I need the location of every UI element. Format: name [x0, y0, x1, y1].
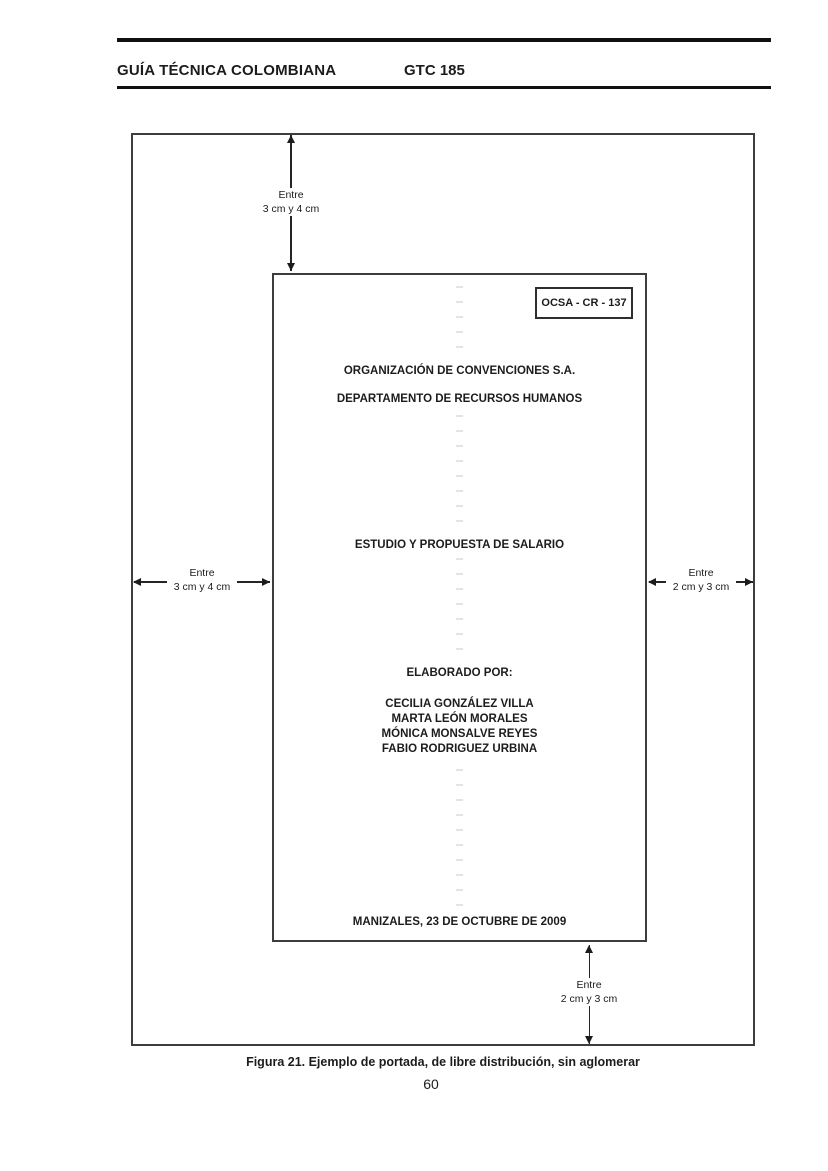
- left-margin-label: Entre 3 cm y 4 cm: [167, 566, 237, 594]
- right-margin-label: Entre 2 cm y 3 cm: [666, 566, 736, 594]
- header-top-rule: [117, 38, 771, 42]
- header-bottom-rule: [117, 86, 771, 89]
- elaborated-by-label: ELABORADO POR:: [406, 667, 513, 679]
- page-number: 60: [423, 1076, 439, 1092]
- city-date-line: MANIZALES, 23 DE OCTUBRE DE 2009: [352, 916, 567, 928]
- author-line: CECILIA GONZÁLEZ VILLA: [385, 698, 534, 710]
- authors-list: CECILIA GONZÁLEZ VILLA MARTA LEÓN MORALE…: [272, 697, 647, 757]
- left-margin-label-line1: Entre: [189, 567, 215, 579]
- figure-caption: Figura 21. Ejemplo de portada, de libre …: [246, 1055, 640, 1069]
- arrowhead-left-icon: [133, 577, 141, 586]
- department-name: DEPARTAMENTO DE RECURSOS HUMANOS: [336, 393, 583, 405]
- author-line: MÓNICA MONSALVE REYES: [381, 728, 538, 740]
- placeholder-dashes-top: [456, 286, 463, 358]
- author-line: FABIO RODRIGUEZ URBINA: [381, 743, 538, 755]
- right-margin-label-line1: Entre: [688, 567, 714, 579]
- top-margin-label-line1: Entre: [278, 189, 304, 201]
- header-standard-title: GUÍA TÉCNICA COLOMBIANA: [117, 62, 337, 79]
- arrowhead-up-icon: [585, 945, 593, 953]
- top-margin-label-line2: 3 cm y 4 cm: [262, 203, 320, 215]
- placeholder-dashes-bottom: [456, 769, 463, 909]
- organization-name: ORGANIZACIÓN DE CONVENCIONES S.A.: [343, 365, 576, 377]
- top-margin-label: Entre 3 cm y 4 cm: [246, 188, 336, 216]
- arrowhead-right-icon: [745, 577, 753, 586]
- bottom-margin-label-line1: Entre: [576, 979, 602, 991]
- bottom-margin-label-line2: 2 cm y 3 cm: [560, 993, 618, 1005]
- arrowhead-down-icon: [286, 263, 295, 271]
- header-doc-code: GTC 185: [404, 62, 465, 79]
- placeholder-dashes-lower-middle: [456, 558, 463, 662]
- left-margin-label-line2: 3 cm y 4 cm: [173, 581, 231, 593]
- bottom-margin-label: Entre 2 cm y 3 cm: [544, 978, 634, 1006]
- document-code-box: OCSA - CR - 137: [535, 287, 633, 319]
- arrowhead-left-icon: [648, 577, 656, 586]
- author-line: MARTA LEÓN MORALES: [391, 713, 528, 725]
- arrowhead-right-icon: [262, 577, 270, 586]
- placeholder-dashes-upper-middle: [456, 415, 463, 533]
- right-margin-label-line2: 2 cm y 3 cm: [672, 581, 730, 593]
- cover-title: ESTUDIO Y PROPUESTA DE SALARIO: [354, 539, 565, 551]
- arrowhead-down-icon: [585, 1036, 593, 1044]
- arrowhead-up-icon: [286, 135, 295, 143]
- document-code-label: OCSA - CR - 137: [541, 297, 627, 309]
